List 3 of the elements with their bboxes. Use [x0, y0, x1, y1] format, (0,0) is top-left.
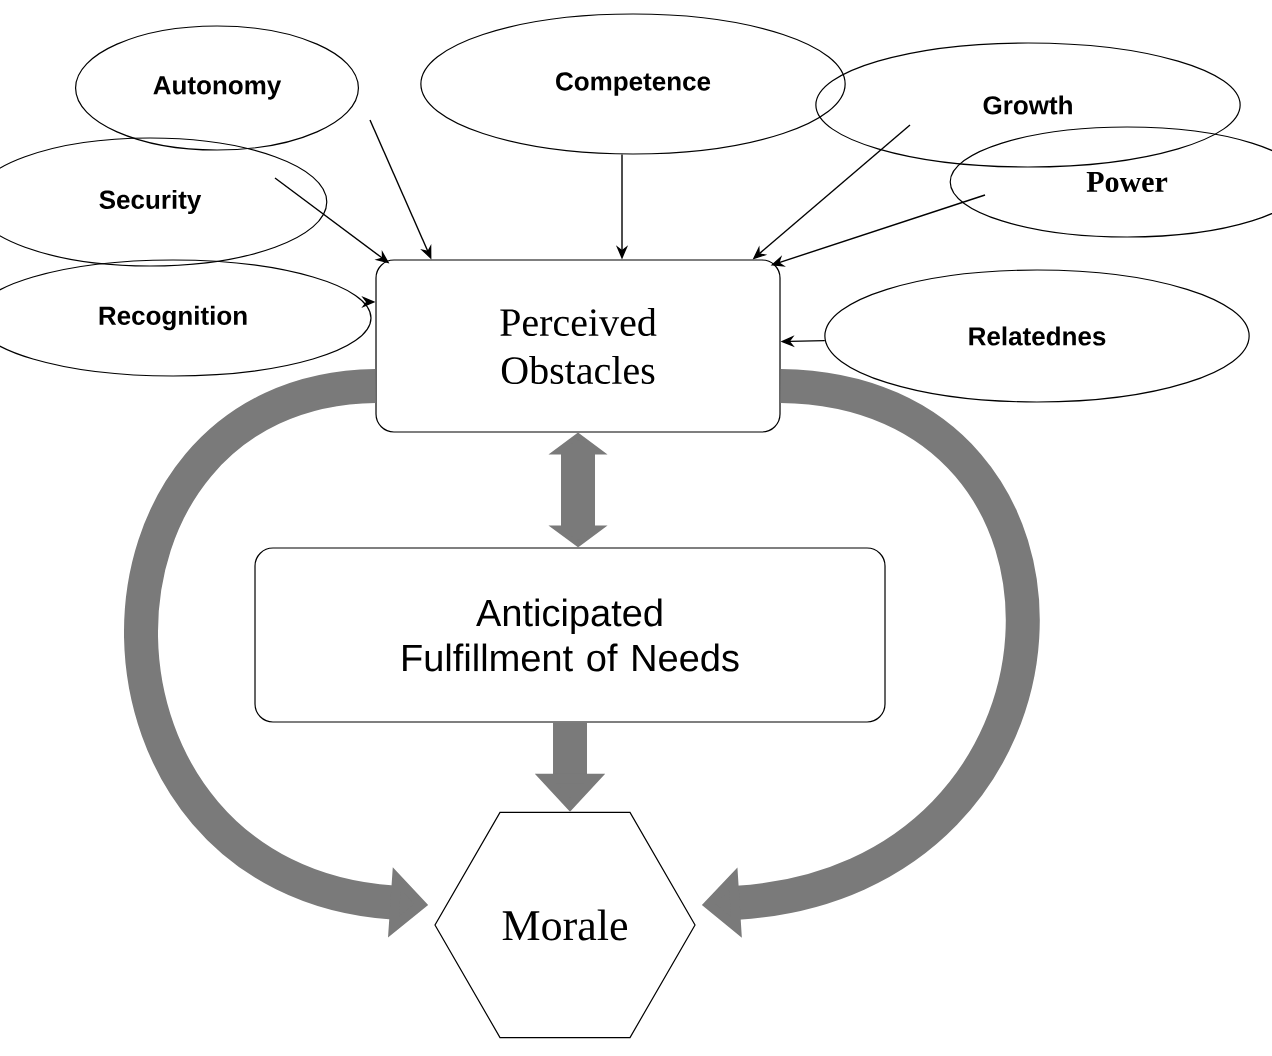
process-box: Anticipated Fulfillment of Needs — [254, 547, 886, 723]
outcome-hexagon: Morale — [434, 811, 696, 1039]
process-box: Perceived Obstacles — [375, 259, 781, 433]
